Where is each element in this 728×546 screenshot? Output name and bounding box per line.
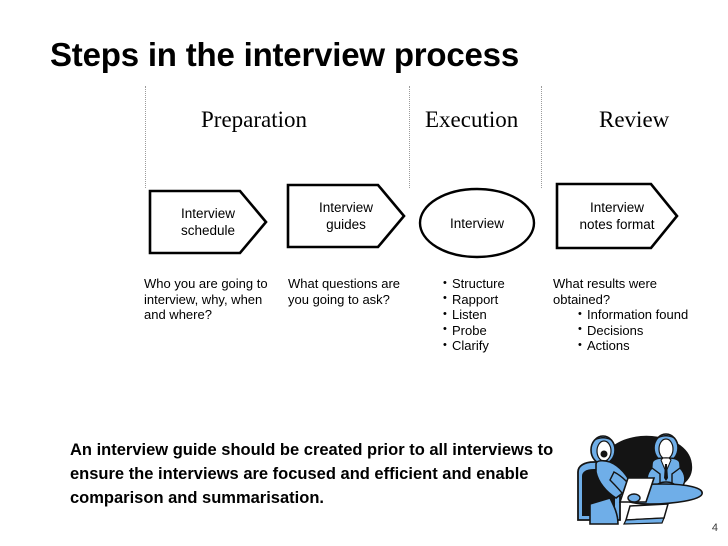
summary-statement: An interview guide should be created pri… (70, 441, 554, 507)
flow-shape-interview[interactable]: Interview (418, 187, 536, 259)
phase-header-review: Review (599, 107, 670, 132)
flow-shape-interview-notes-format[interactable]: Interview notes format (555, 182, 679, 250)
phase-header-preparation: Preparation (201, 107, 308, 132)
list-item: Decisions (578, 322, 708, 339)
phase-divider-left (145, 86, 146, 188)
page-number: 4 (711, 522, 718, 534)
ellipse-icon (418, 187, 536, 259)
list-item: Actions (578, 338, 708, 354)
flow-shape-interview-schedule[interactable]: Interview schedule (148, 189, 268, 255)
phase-header-execution: Execution (425, 107, 519, 132)
page-title: Steps in the interview process (50, 36, 519, 73)
interview-illustration-icon (577, 433, 703, 525)
bullet-list-review: Information found Decisions Actions (578, 307, 708, 354)
phase-divider-middle (409, 86, 410, 188)
list-item: Rapport (443, 291, 543, 308)
pentagon-arrow-icon (555, 182, 679, 250)
description-execution: Structure Rapport Listen Probe Clarify (443, 276, 543, 354)
list-item: Clarify (443, 338, 543, 354)
description-review-heading: What results were obtained? (553, 276, 658, 307)
description-preparation-schedule: Who you are going to interview, why, whe… (144, 276, 268, 322)
list-item: Listen (443, 307, 543, 323)
pentagon-arrow-icon (148, 189, 268, 255)
description-preparation-guides: What questions are you going to ask? (288, 276, 401, 307)
interview-illustration (570, 424, 710, 528)
phase-divider-right (541, 86, 542, 188)
bullet-list-execution: Structure Rapport Listen Probe Clarify (443, 276, 543, 354)
description-review: What results were obtained? Information … (553, 276, 708, 354)
list-item: Structure (443, 276, 543, 292)
pentagon-arrow-icon (286, 183, 406, 249)
flow-shape-interview-guides[interactable]: Interview guides (286, 183, 406, 249)
list-item: Information found (578, 307, 708, 323)
list-item: Probe (443, 322, 543, 339)
